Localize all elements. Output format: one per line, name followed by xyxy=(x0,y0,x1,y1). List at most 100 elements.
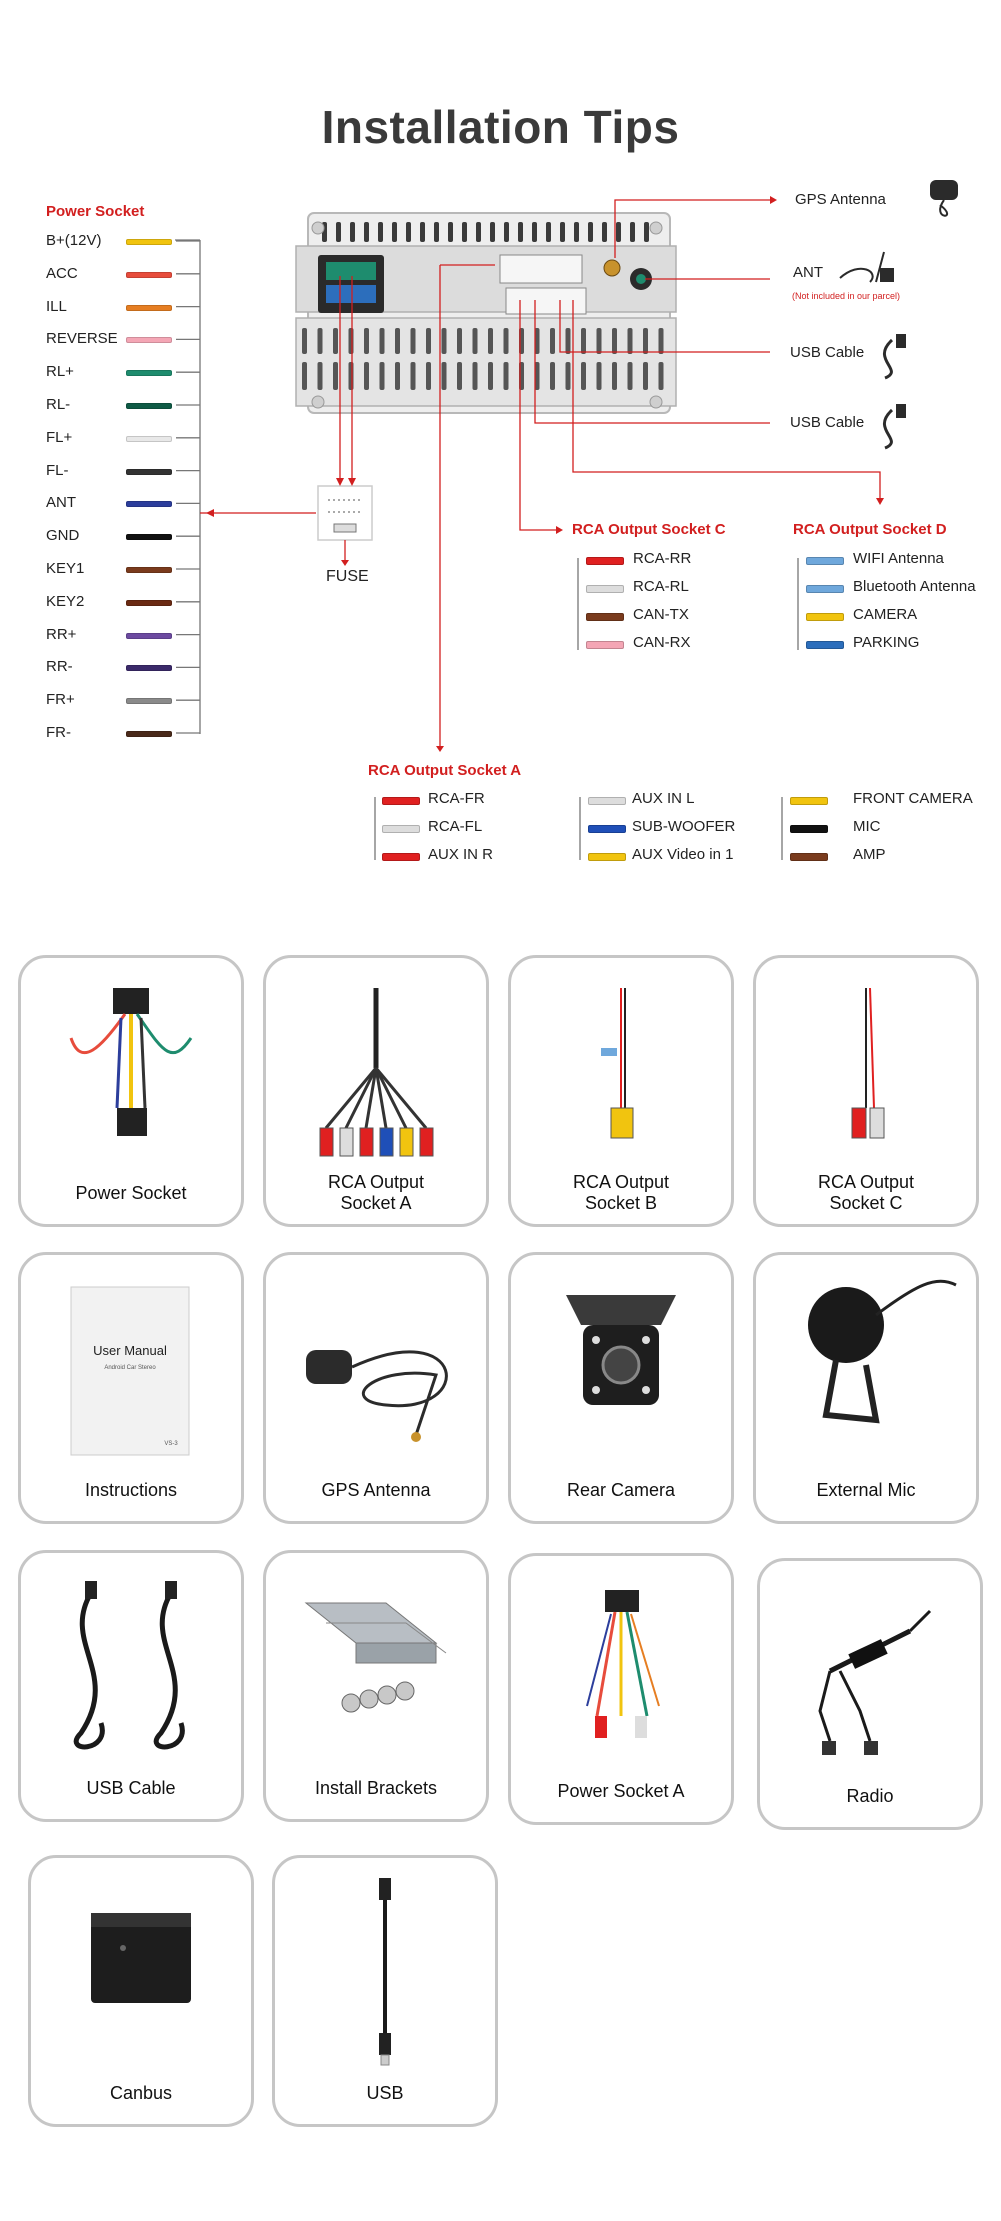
gps-antenna-icon xyxy=(930,180,958,217)
gps-antenna-icon xyxy=(306,1350,448,1442)
socket-a-col2-plug-0 xyxy=(588,797,626,805)
accessory-card-label: Install Brackets xyxy=(314,1778,438,1798)
rca-cable-b-icon xyxy=(601,988,634,1139)
socket-d-label-1: Bluetooth Antenna xyxy=(853,578,976,595)
power-pin-9-label: GND xyxy=(46,527,80,545)
socket-a-col3-label-2: AMP xyxy=(853,846,886,863)
accessory-card-external-mic: External Mic xyxy=(753,1252,979,1524)
ant-note: (Not included in our parcel) xyxy=(792,291,901,301)
usb-cable-label-2: USB Cable xyxy=(790,414,865,431)
power-pin-7-label: FL- xyxy=(46,461,69,479)
socket-a-col1-plug-2 xyxy=(382,853,420,861)
power-pin-3-label: REVERSE xyxy=(46,330,118,348)
accessory-card-label: RCA Output Socket A xyxy=(327,1172,425,1213)
socket-c-plug-0 xyxy=(586,557,624,565)
external-mic-icon xyxy=(808,1279,957,1424)
power-pin-7-wire xyxy=(126,468,172,475)
accessory-card-user-manual: User Manual Android Car Stereo VS-3 Inst… xyxy=(18,1252,244,1524)
accessory-card-label: RCA Output Socket B xyxy=(572,1172,670,1213)
socket-a-col2-label-2: AUX Video in 1 xyxy=(632,846,734,863)
power-pin-9-wire xyxy=(126,534,172,541)
ant-antenna-icon xyxy=(839,251,894,283)
accessory-card-label: USB xyxy=(366,2083,404,2103)
socket-a-col1-plug-1 xyxy=(382,825,420,833)
socket-a-col1-label-1: RCA-FL xyxy=(428,818,483,835)
manual-code: VS-3 xyxy=(164,1441,178,1447)
canbus-box-icon xyxy=(91,1913,191,2003)
power-pin-3-wire xyxy=(126,337,172,344)
power-pin-10-label: KEY1 xyxy=(46,560,85,577)
accessory-card-label: RCA Output Socket C xyxy=(817,1172,915,1213)
socket-c-label-3: CAN-RX xyxy=(633,634,691,651)
radio-adapter-icon xyxy=(818,1609,932,1755)
socket-c-label-1: RCA-RL xyxy=(633,578,689,595)
usb-cable-single-icon xyxy=(379,1878,391,2066)
power-pin-0-wire xyxy=(126,239,172,245)
power-pin-1-wire xyxy=(126,271,172,278)
socket-a-heading: RCA Output Socket A xyxy=(368,762,522,779)
accessory-card-power-socket-harness: Power Socket xyxy=(18,955,244,1227)
accessory-card-usb-cable-single: USB xyxy=(272,1855,498,2127)
socket-d-plug-2 xyxy=(806,613,844,621)
power-pin-10-wire xyxy=(126,567,172,573)
socket-a-col3-label-0: FRONT CAMERA xyxy=(853,790,973,807)
accessory-card-install-brackets: Install Brackets xyxy=(263,1550,489,1822)
power-pin-5-wire xyxy=(126,403,172,409)
accessory-card-radio-adapter: Radio xyxy=(757,1558,983,1830)
power-pin-11-label: KEY2 xyxy=(46,592,85,610)
accessory-card-label: Radio xyxy=(846,1786,894,1806)
rear-camera-icon xyxy=(566,1295,676,1405)
accessory-card-canbus-box: Canbus xyxy=(28,1855,254,2127)
power-pin-2-wire xyxy=(126,304,172,311)
accessory-card-rca-cable-c: RCA Output Socket C xyxy=(753,955,979,1227)
power-pin-0-label: B+(12V) xyxy=(46,232,102,249)
socket-d-plug-0 xyxy=(806,557,844,565)
power-pin-4-wire xyxy=(126,370,172,377)
gps-antenna-label: GPS Antenna xyxy=(795,191,886,208)
socket-c-plug-3 xyxy=(586,641,624,649)
power-socket-harness-icon xyxy=(69,988,193,1136)
power-pin-4-label: RL+ xyxy=(46,363,74,381)
socket-a-col1-label-2: AUX IN R xyxy=(428,846,494,863)
head-unit xyxy=(295,212,677,414)
power-pin-13-wire xyxy=(126,665,172,672)
power-pin-8-label: ANT xyxy=(46,494,76,512)
socket-a-col2-label-1: SUB-WOOFER xyxy=(632,818,736,835)
socket-d-label-2: CAMERA xyxy=(853,606,918,623)
socket-d-heading: RCA Output Socket D xyxy=(793,521,947,538)
socket-c-plug-1 xyxy=(586,585,624,593)
wiring-diagram xyxy=(175,180,958,860)
accessory-card-rear-camera: Rear Camera xyxy=(508,1252,734,1524)
power-pin-14-label: FR+ xyxy=(46,691,75,709)
rca-cable-c-icon xyxy=(851,987,885,1139)
socket-a-col3-plug-0 xyxy=(790,797,828,805)
socket-c-plug-2 xyxy=(586,613,624,621)
accessory-card-label: Canbus xyxy=(109,2083,173,2103)
user-manual-icon: User Manual Android Car Stereo VS-3 xyxy=(70,1286,190,1456)
install-brackets-icon xyxy=(304,1602,447,1713)
power-pin-11-wire xyxy=(126,599,172,606)
socket-d-plug-3 xyxy=(806,641,844,649)
socket-a-col3-plug-1 xyxy=(790,825,828,833)
accessory-card-label: GPS Antenna xyxy=(321,1480,431,1500)
accessory-card-usb-cables: USB Cable xyxy=(18,1550,244,1822)
power-pin-5-label: RL- xyxy=(46,396,71,413)
accessory-card-label: Power Socket xyxy=(75,1183,187,1203)
socket-d-label-0: WIFI Antenna xyxy=(853,550,944,567)
power-pin-15-label: FR- xyxy=(46,724,71,741)
fuse-label: FUSE xyxy=(326,568,369,585)
power-socket-a-icon xyxy=(586,1590,660,1738)
manual-title: User Manual xyxy=(93,1343,167,1358)
usb-cables-icon xyxy=(73,1581,185,1750)
socket-c-heading: RCA Output Socket C xyxy=(572,521,726,538)
power-pin-13-label: RR- xyxy=(46,658,73,676)
accessory-card-gps-antenna: GPS Antenna xyxy=(263,1252,489,1524)
power-pin-6-label: FL+ xyxy=(46,428,73,446)
socket-a-col2-plug-2 xyxy=(588,853,626,861)
socket-a-col2-label-0: AUX IN L xyxy=(632,790,695,807)
power-pin-12-label: RR+ xyxy=(46,625,77,643)
power-pin-15-wire xyxy=(126,731,172,737)
accessory-card-rca-cable-a: RCA Output Socket A xyxy=(263,955,489,1227)
socket-a-col1-plug-0 xyxy=(382,797,420,805)
socket-a-col1-label-0: RCA-FR xyxy=(428,790,485,807)
